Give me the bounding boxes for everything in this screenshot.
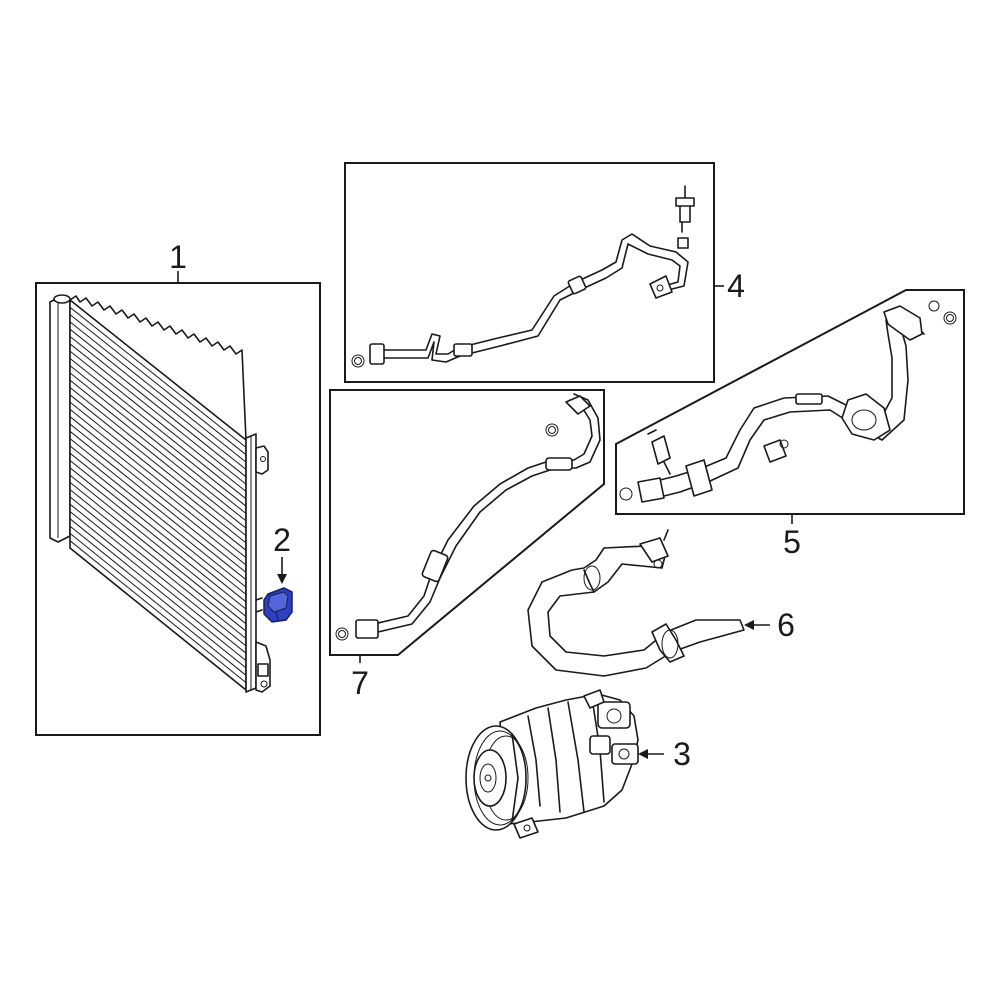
liquid-line-pipe[interactable]	[351, 185, 695, 368]
suction-line-group: 5	[615, 289, 965, 560]
callout-2-label[interactable]: 2	[273, 522, 291, 558]
condenser-fin-line	[69, 525, 247, 669]
callout-1-label[interactable]: 1	[169, 239, 187, 275]
hose-6-assembly[interactable]	[527, 529, 745, 677]
callout-3-label[interactable]: 3	[673, 736, 691, 772]
callout-2: 2	[273, 522, 291, 584]
condenser-fin-line	[69, 409, 247, 551]
callout-4-label[interactable]: 4	[727, 268, 745, 304]
condenser-fin-line	[69, 387, 247, 529]
condenser-fin-line	[69, 533, 247, 676]
callout-5-label[interactable]: 5	[783, 524, 801, 560]
discharge-line-pipe[interactable]	[335, 393, 601, 641]
condenser-fin-line	[69, 379, 247, 522]
condenser-fin-line	[69, 358, 247, 500]
condenser-fin-line	[69, 423, 247, 566]
condenser-fin-line	[69, 540, 247, 683]
condenser-core[interactable]	[49, 294, 271, 693]
condenser-fin-line	[69, 372, 247, 514]
callout-6: 6	[744, 607, 795, 643]
condenser-fin-line	[69, 328, 247, 470]
condenser-fin-line	[69, 518, 247, 661]
compressor-group: 3	[465, 689, 691, 839]
condenser-fin-line	[69, 350, 247, 492]
condenser-fin-line	[69, 394, 247, 536]
liquid-line-group: 4	[344, 162, 745, 383]
discharge-line-frame	[329, 389, 605, 656]
condenser-fin-line	[69, 321, 247, 463]
condenser-fin-line	[69, 467, 247, 610]
condenser-group: 1 2	[35, 239, 321, 736]
condenser-fin-line	[69, 482, 247, 625]
condenser-fin-line	[69, 445, 247, 588]
condenser-fin-line	[69, 438, 247, 581]
condenser-fin-line	[69, 314, 247, 456]
condenser-fin-line	[69, 430, 247, 573]
condenser-fin-line	[69, 336, 247, 478]
condenser-fin-line	[69, 496, 247, 639]
pressure-switch-highlighted[interactable]	[263, 587, 293, 623]
condenser-fin-line	[69, 306, 247, 448]
condenser-fin-line	[69, 460, 247, 603]
suction-line-pipe[interactable]	[619, 300, 957, 503]
ac-compressor[interactable]	[465, 689, 639, 839]
condenser-fin-line	[69, 511, 247, 654]
condenser-fin-line	[69, 401, 247, 544]
discharge-line-group: 7	[329, 389, 605, 701]
hose-6-group: 6	[527, 529, 795, 677]
condenser-fin-line	[69, 416, 247, 558]
callout-6-label[interactable]: 6	[777, 607, 795, 643]
suction-line-frame	[615, 289, 965, 515]
condenser-fin-line	[69, 343, 247, 485]
condenser-left-tank	[49, 295, 71, 543]
condenser-fin-line	[69, 474, 247, 617]
callout-3: 3	[638, 736, 691, 772]
callout-7-label[interactable]: 7	[351, 665, 369, 701]
condenser-fin-line	[69, 503, 247, 647]
condenser-fin-line	[69, 365, 247, 507]
condenser-fin-line	[69, 489, 247, 632]
liquid-line-frame	[344, 162, 715, 383]
condenser-fin-line	[69, 452, 247, 595]
